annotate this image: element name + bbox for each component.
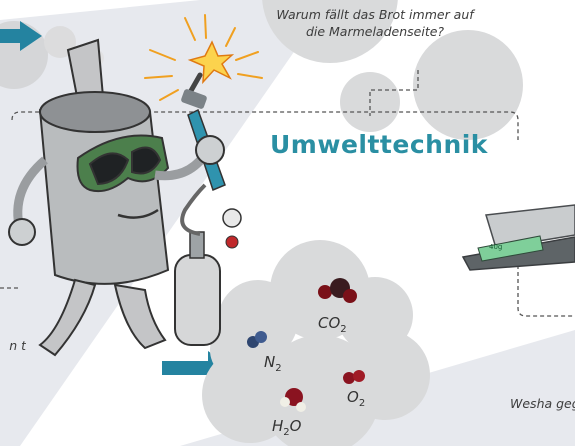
formula-tail: O [289,417,302,435]
question-left-fragment[interactable]: n t [9,338,26,353]
o2-formula: O2 [347,388,365,409]
scale-icon [461,204,575,271]
formula-subscript: 2 [358,398,366,409]
gas-cloud [202,240,430,446]
formula-subscript: 2 [340,324,347,335]
section-title[interactable]: Umwelttechnik [270,130,488,159]
h2o-formula: H2O [272,417,301,438]
o2-molecule-icon [343,370,365,384]
formula-base: N [264,353,276,371]
gas-bottle-icon [174,183,242,346]
dashed-connector [517,265,575,317]
co2-molecule-icon [318,278,357,303]
formula-base: CO [318,314,341,332]
co2-formula: CO2 [318,314,347,335]
formula-subscript: 2 [283,427,290,438]
question-bread-jam[interactable]: Warum fällt das Brot immer auf die Marme… [276,7,474,39]
arrow-right-icon [0,21,42,51]
spark-icon [144,14,263,101]
bubble [262,0,398,63]
bubble [413,30,523,140]
h2o-molecule-icon [280,388,306,412]
dashed-connector [0,70,519,289]
exhaust-mascot-icon [8,38,225,357]
scale-display-value: 40g [489,243,503,251]
n2-molecule-icon [247,331,267,348]
question-bottom-fragment[interactable]: Wesha gege [510,396,575,411]
formula-base: H [272,417,284,435]
formula-subscript: 2 [275,363,282,374]
formula-base: O [347,388,359,406]
weld-flash-icon [187,40,235,85]
n2-formula: N2 [264,353,282,374]
